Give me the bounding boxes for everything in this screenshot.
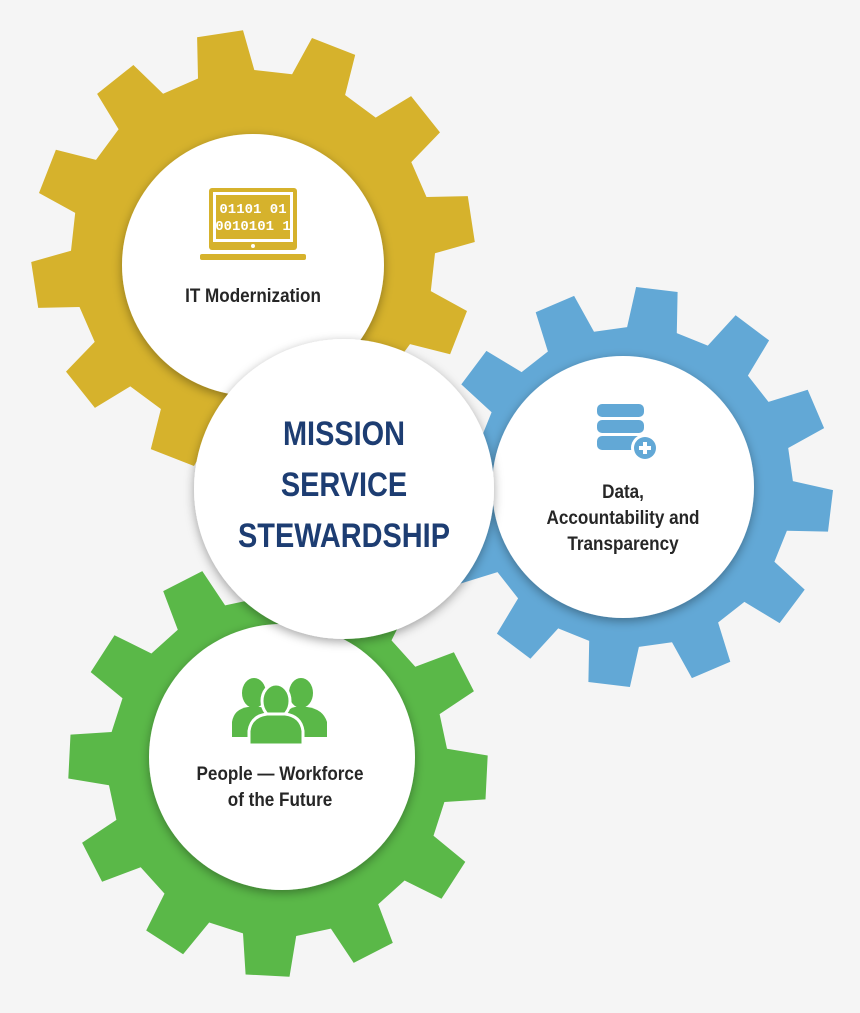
center-title: MISSION SERVICE STEWARDSHIP bbox=[234, 409, 455, 562]
center-line-stewardship: STEWARDSHIP bbox=[238, 517, 450, 555]
data-label-line-1: Data, bbox=[602, 482, 644, 503]
laptop-binary-line-1: 01101 01 bbox=[219, 202, 286, 218]
people-gear-hub bbox=[149, 624, 415, 890]
people-group-icon bbox=[232, 678, 327, 747]
data-gear-hub bbox=[492, 356, 754, 618]
laptop-binary-line-2: 0010101 1 bbox=[215, 219, 291, 235]
people-label-line-1: People — Workforce bbox=[196, 764, 364, 785]
center-line-service: SERVICE bbox=[280, 466, 408, 504]
laptop-binary-icon: 01101 01 0010101 1 bbox=[200, 188, 306, 260]
people-workforce-label: People — Workforce of the Future bbox=[181, 762, 379, 814]
data-label-line-2: Accountability and bbox=[546, 508, 700, 529]
database-plus-icon bbox=[597, 404, 659, 462]
people-label-line-2: of the Future bbox=[227, 790, 333, 811]
data-label-line-3: Transparency bbox=[567, 534, 679, 555]
center-line-mission: MISSION bbox=[282, 415, 406, 453]
it-modernization-label: IT Modernization bbox=[185, 286, 321, 307]
data-accountability-label: Data, Accountability and Transparency bbox=[533, 480, 713, 558]
center-circle bbox=[194, 339, 494, 639]
it-gear-hub bbox=[122, 134, 384, 396]
